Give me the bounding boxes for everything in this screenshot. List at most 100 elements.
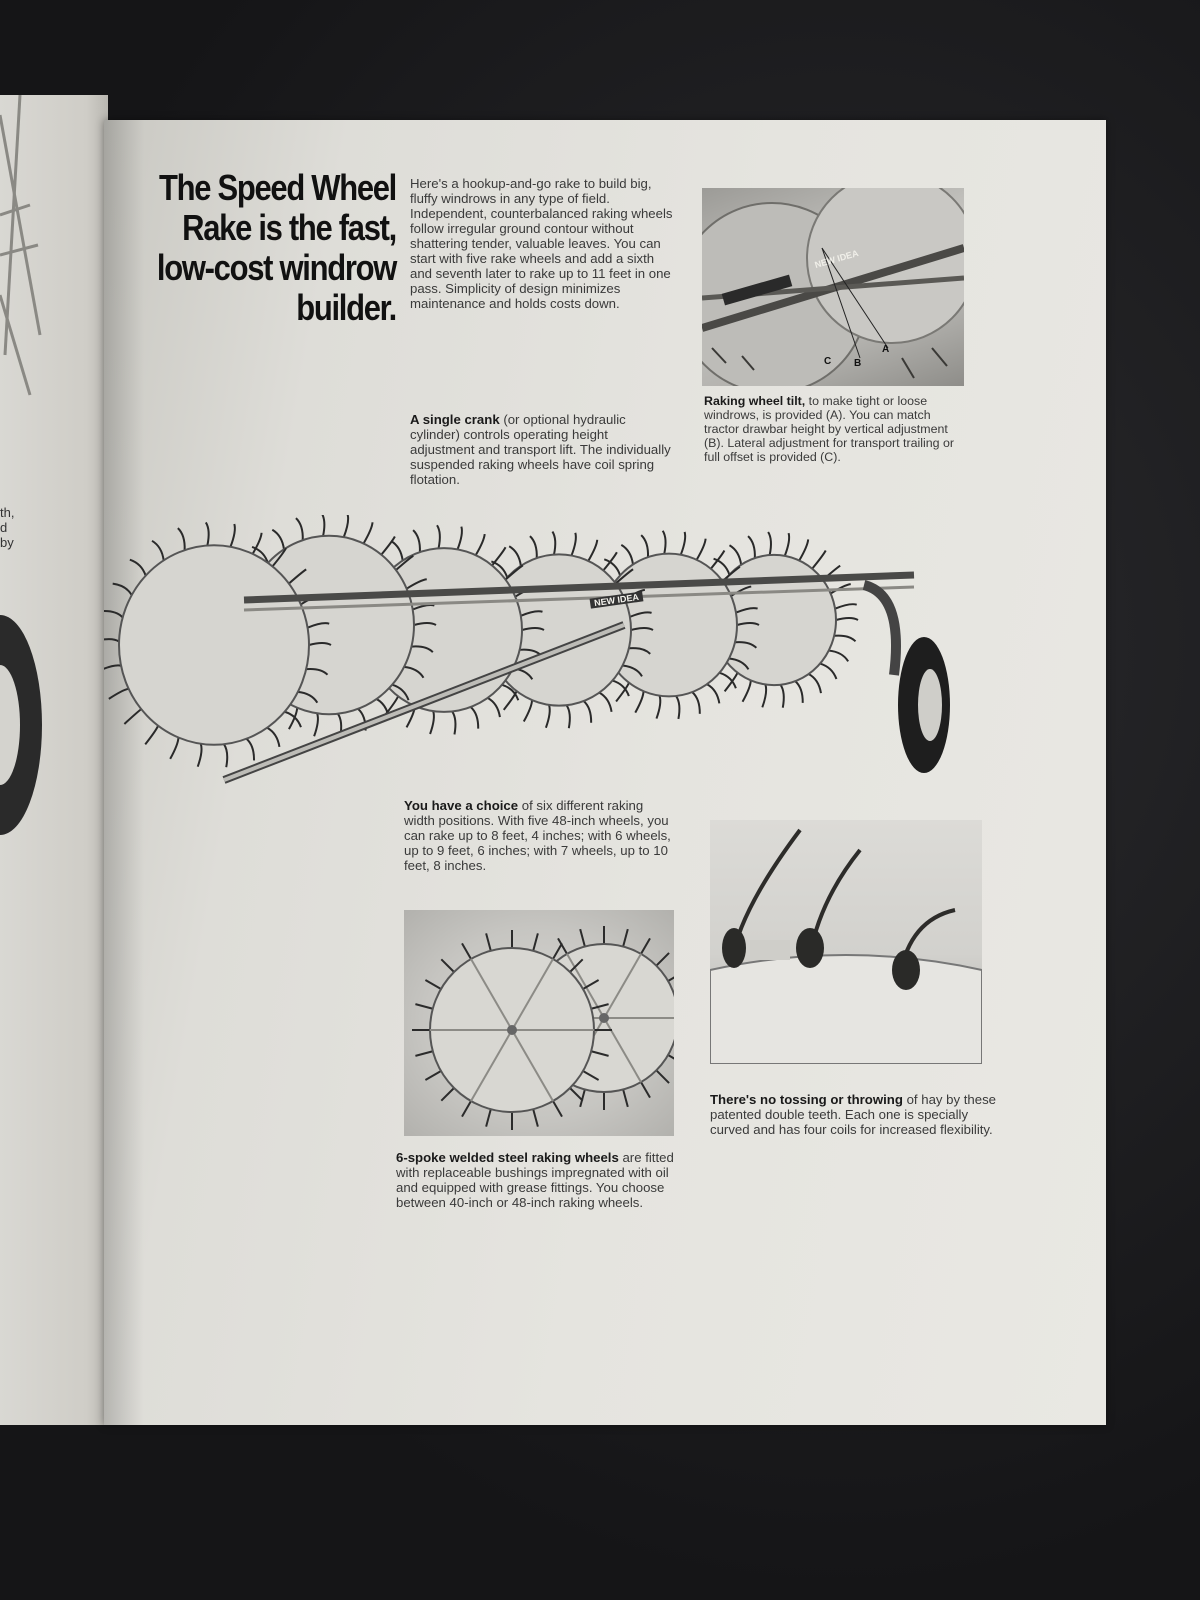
rake-tine (622, 664, 643, 677)
rake-tine (565, 704, 571, 729)
spoke-tine (655, 1069, 670, 1084)
teeth-lead: There's no tossing or throwing (710, 1092, 903, 1107)
rake-tine (736, 622, 760, 626)
rake-tine (403, 665, 425, 679)
rake-tine (661, 530, 667, 554)
rake-tine (582, 700, 593, 723)
rake-tine (587, 539, 599, 562)
rake-illustration: NEW IDEA (96, 512, 1004, 815)
transport-hub (918, 669, 942, 741)
crank-text: (or optional hydraulic cylinder) control… (410, 412, 671, 487)
rake-tine (719, 671, 737, 689)
choice-lead: You have a choice (404, 798, 519, 813)
double-teeth-photo (710, 820, 982, 1064)
spoke-caption: 6-spoke welded steel raking wheels are f… (396, 1150, 681, 1210)
rake-tine (491, 560, 509, 578)
rake-tine (761, 684, 768, 708)
teeth-caption: There's no tossing or throwing of hay by… (710, 1092, 1000, 1137)
rake-tine (735, 607, 758, 614)
spoke-tine (485, 933, 492, 952)
rake-tine (834, 603, 858, 610)
wheel-hub (507, 1025, 517, 1035)
wheel-spoke (470, 1029, 513, 1102)
rake-tine (271, 528, 285, 550)
rake-tine (508, 545, 522, 567)
wheel-spoke (470, 958, 513, 1031)
rake-tine (783, 532, 791, 557)
spoke-tine (424, 1070, 442, 1081)
spoke-tine (485, 1108, 492, 1127)
choice-paragraph: You have a choice of six different rakin… (404, 798, 674, 873)
spoke-tine (622, 1089, 629, 1108)
rake-tine (429, 710, 435, 735)
rake-tine (288, 568, 307, 585)
speed-wheel-rake-drawing (96, 512, 950, 784)
spoke-lead: 6-spoke welded steel raking wheels (396, 1150, 619, 1165)
tilt-lead: Raking wheel tilt, (704, 394, 806, 408)
left-fragment: by (0, 535, 14, 550)
spoke-tine (640, 1081, 651, 1099)
tilt-label-b: B (854, 358, 862, 369)
rake-tine (819, 662, 838, 680)
rake-tine (406, 578, 427, 590)
rake-tine (229, 523, 236, 548)
spoke-tine (424, 979, 442, 990)
rake-tine (520, 610, 543, 617)
rake-tine (630, 627, 654, 631)
rake-tine (101, 610, 124, 619)
rake-tine (741, 680, 752, 703)
spoke-tine (579, 1089, 586, 1108)
tilt-text: to make tight or loose windrows, is prov… (704, 394, 954, 464)
rake-tine (306, 667, 329, 676)
rake-tine (295, 517, 304, 541)
spoke-tine (415, 1003, 434, 1010)
spoke-tine (440, 958, 455, 973)
rake-tine (469, 706, 480, 729)
rake-tine (436, 524, 441, 549)
left-page-text: th, d by (0, 505, 14, 550)
rake-tine (811, 550, 827, 570)
spoke-tine (440, 1087, 455, 1102)
rake-tine (734, 641, 758, 649)
rake-tine (474, 533, 486, 556)
page-headline: The Speed Wheel Rake is the fast, low-co… (153, 167, 397, 328)
rake-tine (603, 558, 622, 576)
crank-lead: A single crank (410, 412, 500, 427)
rake-tine (695, 538, 707, 561)
headline-line: Rake is the fast, (182, 207, 397, 248)
headline-line: builder. (296, 287, 397, 328)
rake-tine (529, 535, 538, 559)
headline-line: The Speed Wheel (159, 167, 397, 208)
rake-tine (598, 691, 613, 712)
rake-tine (522, 700, 534, 722)
spoke-tine (590, 1003, 609, 1010)
spoke-wheel-photo (404, 910, 674, 1136)
teeth-text: of hay by these patented double teeth. E… (710, 1092, 997, 1137)
rake-tine (628, 647, 651, 655)
rake-tine (99, 664, 122, 672)
spoke-tine (667, 976, 674, 982)
rake-tine (551, 531, 557, 555)
spoke-tine (569, 1087, 584, 1102)
rake-tine (271, 547, 287, 568)
wheel-spoke (603, 1017, 642, 1083)
rake-tine (456, 526, 463, 550)
wheel-hub (599, 1013, 609, 1023)
rake-tine (223, 743, 229, 768)
rake-tine (728, 657, 750, 670)
rake-tine (177, 527, 186, 551)
spoke-text: are fitted with replaceable bushings imp… (396, 1150, 674, 1210)
rake-tine (830, 583, 851, 595)
rake-tine (615, 568, 634, 585)
left-fragment: d (0, 520, 8, 535)
wheel-spoke (603, 953, 642, 1019)
tilt-label-c: C (824, 356, 832, 367)
rake-tine (612, 679, 630, 697)
rake-tine (144, 725, 160, 746)
tilt-caption: Raking wheel tilt, to make tight or loos… (704, 394, 964, 464)
rake-tine (123, 708, 142, 725)
spoke-tine (582, 979, 600, 990)
rake-tine (834, 634, 857, 643)
rake-tine (713, 557, 731, 576)
rake-tine (245, 737, 256, 761)
